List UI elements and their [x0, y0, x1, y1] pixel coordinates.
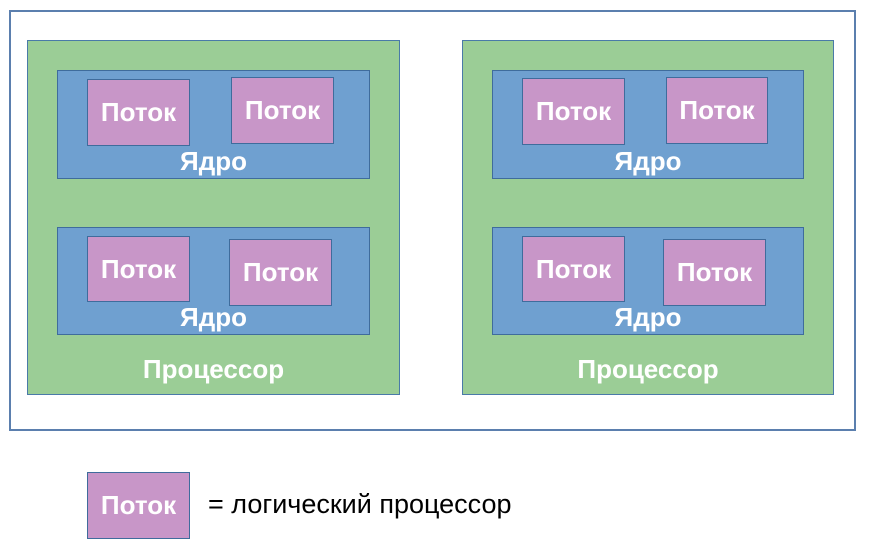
- thread-box: Поток: [522, 236, 625, 302]
- thread-box: Поток: [666, 77, 768, 144]
- legend-thread-symbol: Поток: [87, 472, 190, 539]
- thread-box: Поток: [87, 236, 190, 302]
- thread-box: Поток: [663, 239, 766, 306]
- processor-label: Процессор: [142, 354, 285, 384]
- system-frame: [9, 10, 856, 431]
- core-label: Ядро: [180, 302, 247, 332]
- core-label: Ядро: [180, 146, 247, 176]
- thread-box: Поток: [522, 78, 625, 145]
- thread-box: Поток: [87, 79, 190, 146]
- processor-label: Процессор: [577, 354, 719, 384]
- legend-text: = логический процессор: [208, 489, 512, 519]
- thread-box: Поток: [229, 239, 332, 306]
- core-label: Ядро: [614, 146, 682, 176]
- thread-box: Поток: [231, 77, 334, 144]
- core-label: Ядро: [614, 302, 682, 332]
